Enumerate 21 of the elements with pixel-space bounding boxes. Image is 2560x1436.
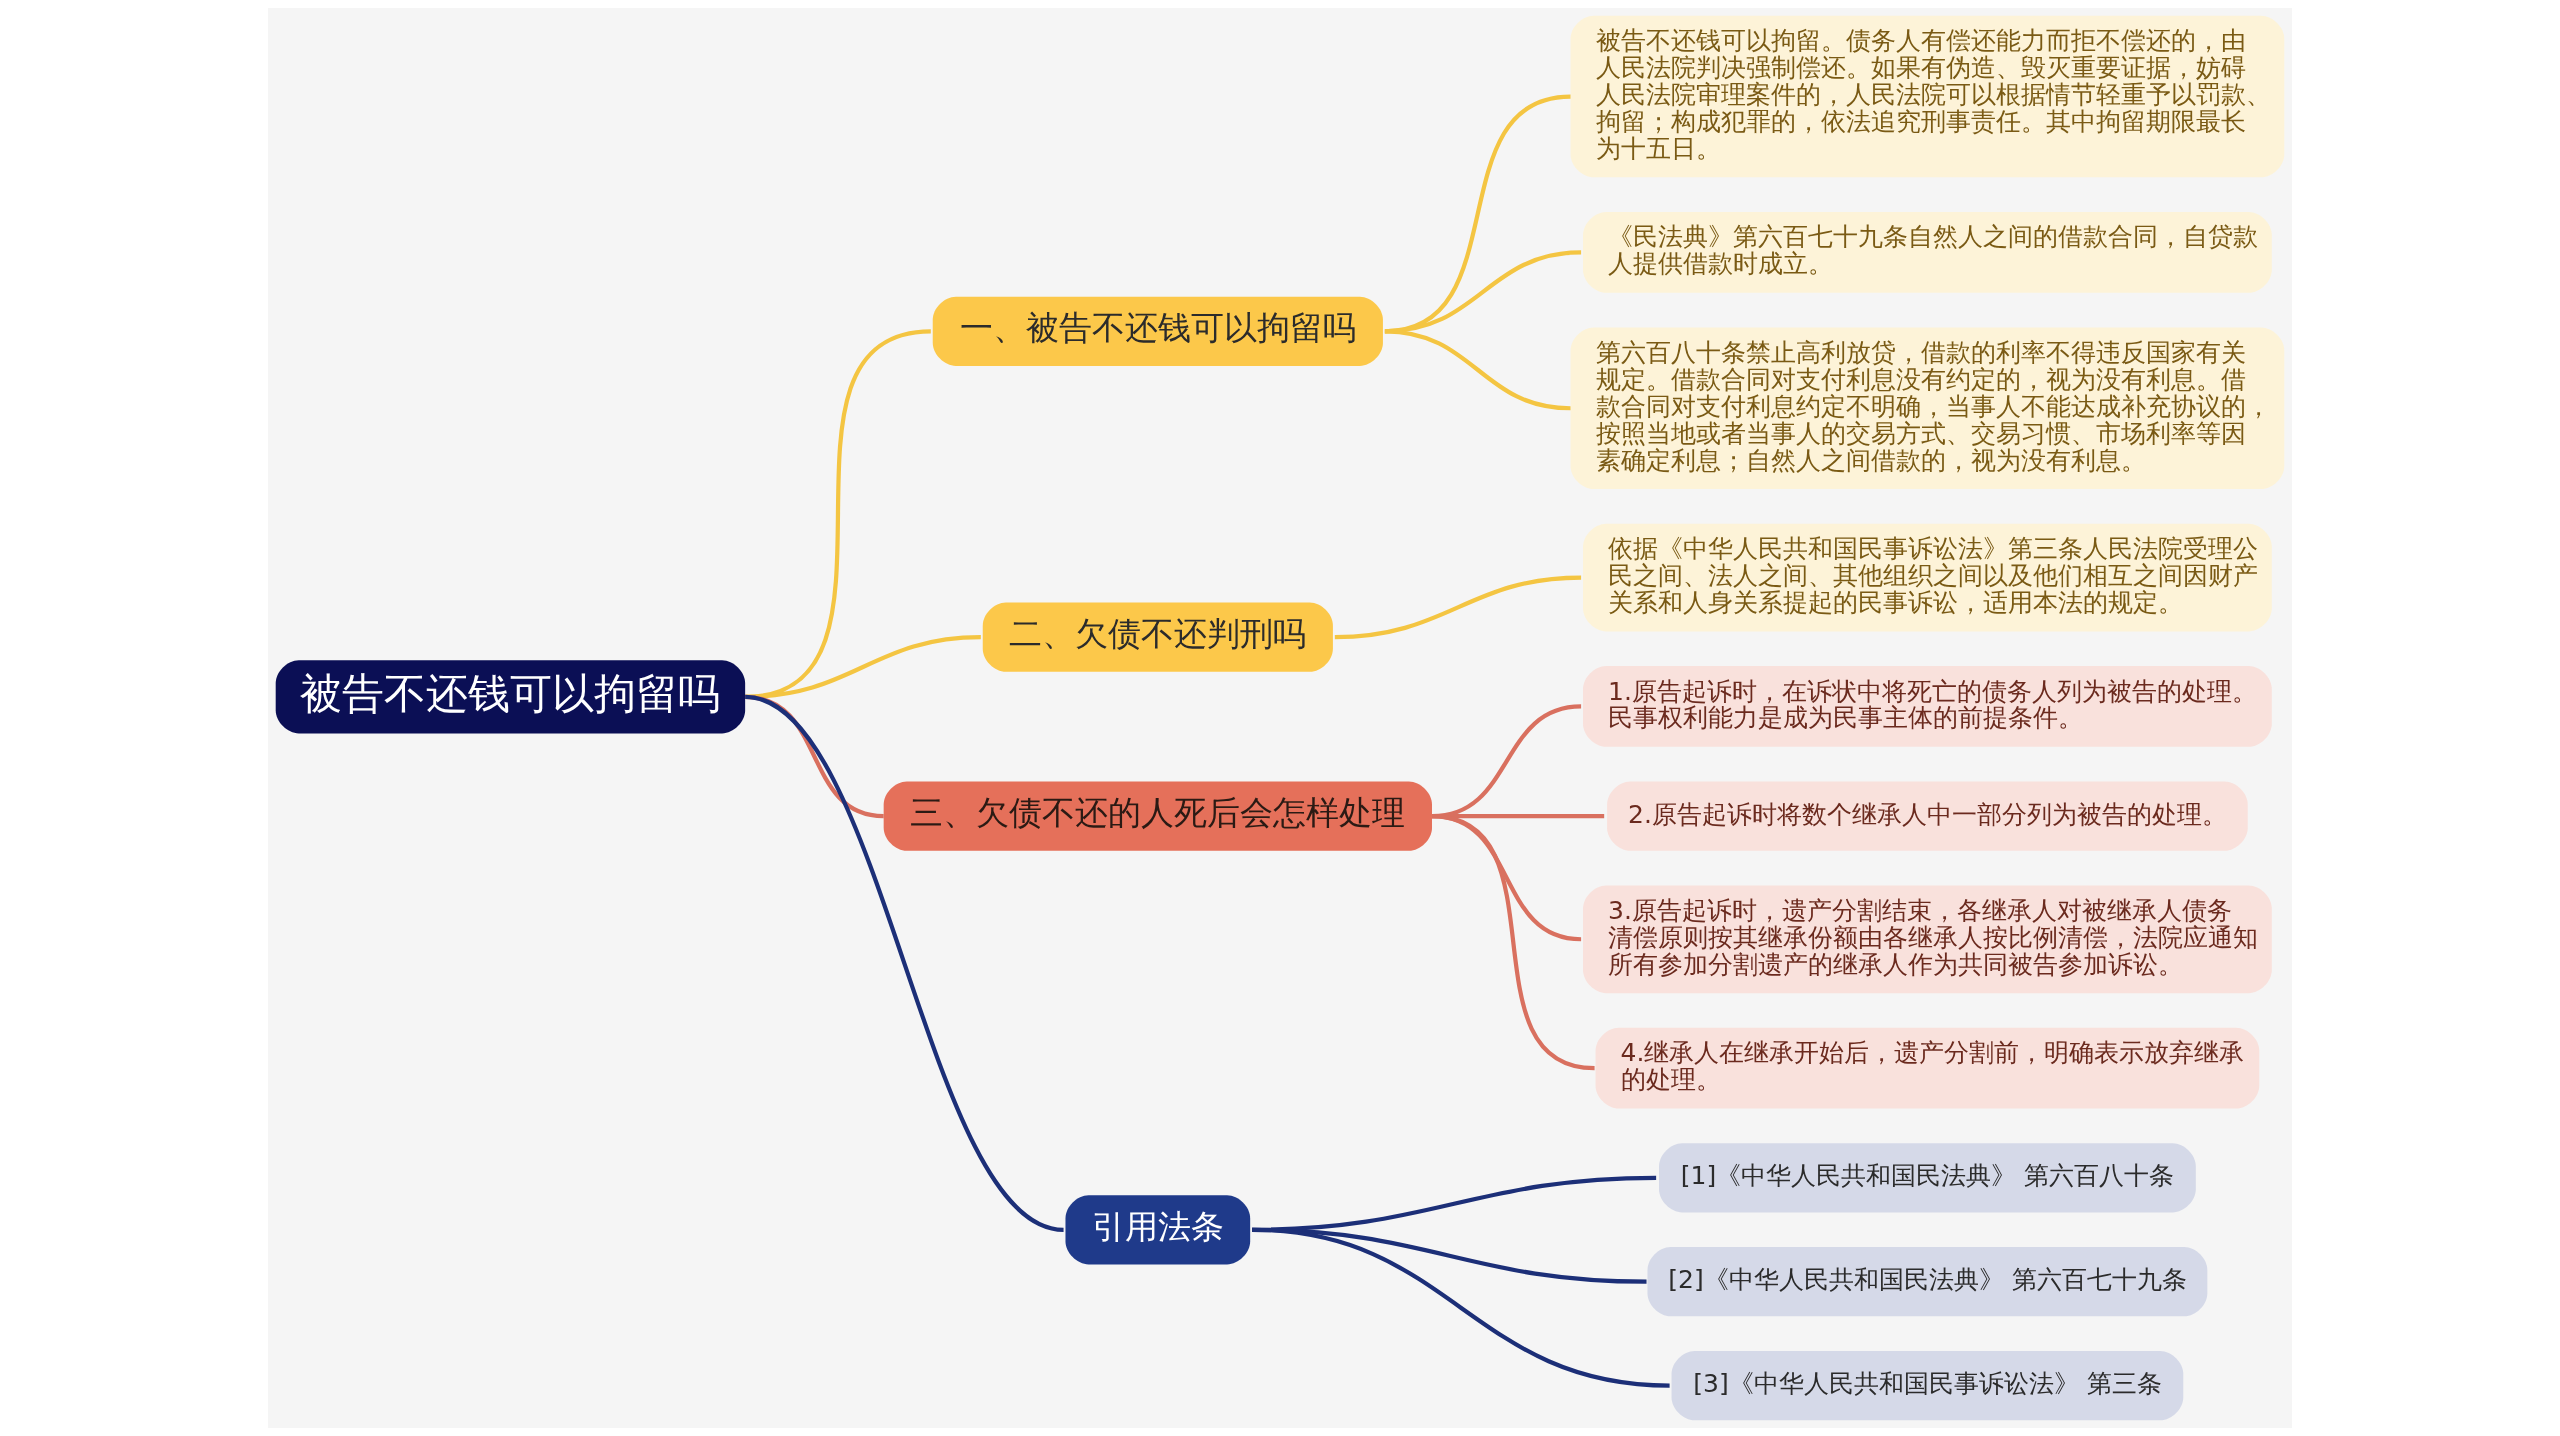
node-box: 二、欠债不还判刑吗 (982, 602, 1333, 672)
connector (1251, 1227, 1670, 1388)
node-box: 第六百八十条禁止高利放贷，借款的利率不得违反国家有关规定。借款合同对支付利息没有约定的，视为没有利息。借款合同对支付利息约定不明确，当事人不能达成补充协议的，按照当地或者当事人的交易方式、交易习惯、市场利率等因素确定利息；自然人之间借款的，视为没有利息。 (1570, 327, 2285, 490)
node-box: [3]《中华人民共和国民事诉讼法》 第三条 (1671, 1351, 2184, 1421)
node-box: [2]《中华人民共和国民法典》 第六百七十九条 (1647, 1247, 2208, 1317)
connector (1334, 575, 1582, 640)
node-box: 被告不还钱可以拘留。债务人有偿还能力而拒不偿还的，由人民法院判决强制偿还。如果有伪造、毁灭重要证据，妨碍人民法院审理案件的，人民法院可以根据情节轻重予以罚款、拘留；构成犯罪的，依法追究刑事责任。其中拘留期限最长为十五日。 (1570, 15, 2285, 178)
node-box: 一、被告不还钱可以拘留吗 (932, 296, 1383, 366)
node-box: 2.原告起诉时将数个继承人中一部分列为被告的处理。 (1607, 781, 2248, 851)
node-box: 《民法典》第六百七十九条自然人之间的借款合同，自贷款人提供借款时成立。 (1583, 212, 2272, 293)
connector (744, 694, 1065, 1232)
node-box: 依据《中华人民共和国民事诉讼法》第三条人民法院受理公民之间、法人之间、其他组织之间以及他们相互之间因财产关系和人身关系提起的民事诉讼，适用本法的规定。 (1583, 523, 2272, 632)
node-box: 被告不还钱可以拘留吗 (275, 660, 746, 734)
connector (1431, 814, 1595, 1071)
node-box: 3.原告起诉时，遗产分割结束，各继承人对被继承人债务清偿原则按其继承份额由各继承人按比例清偿，法院应通知所有参加分割遗产的继承人作为共同被告参加诉讼。 (1583, 885, 2272, 994)
connector (1384, 329, 1571, 411)
node-box: 引用法条 (1065, 1195, 1251, 1265)
node-box: [1]《中华人民共和国民法典》 第六百八十条 (1659, 1143, 2196, 1213)
node-box: 1.原告起诉时，在诉状中将死亡的债务人列为被告的处理。民事权利能力是成为民事主体的前提条件。 (1583, 666, 2272, 747)
node-box: 三、欠债不还的人死后会怎样处理 (883, 781, 1432, 851)
node-box: 4.继承人在继承开始后，遗产分割前，明确表示放弃继承的处理。 (1595, 1027, 2260, 1109)
